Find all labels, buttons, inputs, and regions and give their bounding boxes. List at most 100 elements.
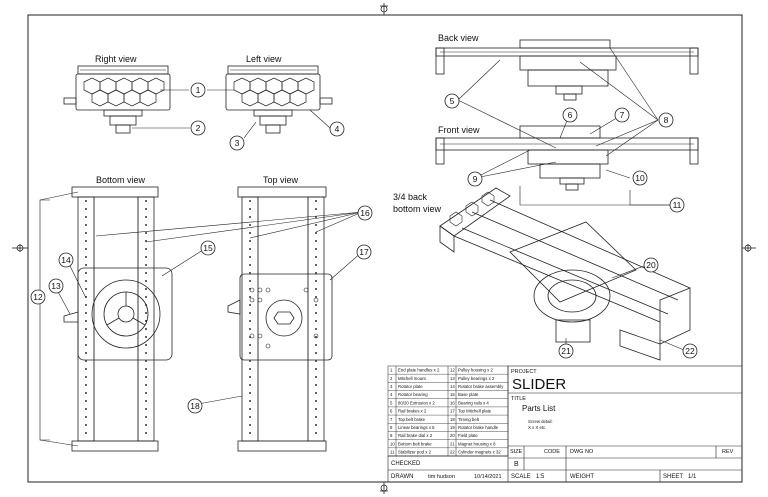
callout-14-circle	[58, 252, 74, 268]
parts-item-description: 80/20 Extrusion x 2	[398, 400, 435, 405]
callout-17: 17	[359, 247, 369, 257]
note-line-2: X x X etc.	[528, 425, 546, 430]
callout-5-circle	[444, 93, 460, 109]
callout-12: 12	[33, 292, 43, 302]
drawn-label: DRAWN	[391, 474, 413, 480]
parts-item-description: Timing belt	[458, 417, 480, 422]
parts-item-number: 16	[450, 400, 455, 405]
note-line-1: Screw detail:	[528, 419, 553, 424]
callout-20-circle	[643, 257, 659, 273]
scale-value: 1:5	[536, 474, 545, 480]
parts-item-description: Top belt brake	[398, 417, 426, 422]
parts-item-description: Base plate	[458, 392, 479, 397]
drawn-by: tim hudson	[428, 474, 455, 480]
left-view-drawing	[225, 65, 333, 134]
callout-21: 21	[561, 346, 571, 356]
callout-22-circle	[682, 343, 698, 359]
parts-item-description: Magnet housing x 8	[458, 441, 496, 446]
parts-item-number: 10	[390, 441, 395, 446]
parts-item-description: Pulley housing x 2	[458, 368, 493, 373]
callout-9-circle	[467, 171, 483, 187]
callout-7: 7	[620, 110, 625, 120]
callout-1: 1	[196, 85, 201, 95]
view-label-front: Front view	[438, 125, 480, 135]
dwg-no-label: DWG NO	[570, 449, 594, 455]
parts-item-number: 18	[450, 417, 455, 422]
callout-numbers: 1 2 3 4 5 6 7 8 9 10 11 12 13 14 15 16 1…	[33, 85, 695, 411]
view-label-back: Back view	[438, 33, 479, 43]
parts-item-description: Bottom belt brake	[398, 441, 432, 446]
parts-item-description: End plate handles x 2	[398, 368, 440, 373]
back-view-drawing	[435, 39, 699, 101]
size-label: SIZE	[510, 449, 523, 455]
parts-item-number: 2	[390, 376, 393, 381]
title-block-text: PROJECT SLIDER TITLE Parts List Screw de…	[391, 369, 734, 480]
drawing-title: Parts List	[522, 404, 556, 413]
callout-2-circle	[190, 120, 206, 136]
view-label-back-bottom-1: 3/4 back	[393, 192, 428, 202]
parts-item-number: 3	[390, 384, 393, 389]
callout-15-circle	[200, 240, 216, 256]
scale-label: SCALE	[511, 474, 531, 480]
parts-item-number: 21	[450, 441, 455, 446]
callout-4-circle	[329, 121, 345, 137]
parts-item-number: 20	[450, 433, 455, 438]
parts-item-description: Rotator bearing	[398, 392, 428, 397]
checked-label: CHECKED	[391, 461, 421, 467]
front-view-drawing	[435, 125, 699, 191]
parts-item-description: Rail brake dial x 2	[398, 433, 433, 438]
parts-item-description: Rotator plate	[398, 384, 423, 389]
right-view-drawing	[63, 65, 171, 134]
callout-11-circle	[669, 197, 685, 213]
callout-12-circle	[30, 289, 46, 305]
title-label: TITLE	[511, 396, 526, 402]
callout-13-circle	[48, 278, 64, 294]
callout-6-circle	[562, 107, 578, 123]
callout-4: 4	[335, 124, 340, 134]
parts-item-description: Stabilizer pod x 2	[398, 450, 432, 455]
callout-10: 10	[635, 173, 645, 183]
callout-20: 20	[646, 260, 656, 270]
callout-3-circle	[229, 135, 245, 151]
callout-8: 8	[664, 115, 669, 125]
view-label-left: Left view	[246, 54, 282, 64]
view-label-bottom: Bottom view	[96, 175, 146, 185]
parts-item-number: 1	[390, 368, 393, 373]
parts-item-number: 15	[450, 392, 455, 397]
parts-item-description: Cylinder magnets x 32	[458, 450, 501, 455]
parts-item-description: Rail brakes x 2	[398, 409, 427, 414]
callout-18: 18	[190, 401, 200, 411]
parts-item-number: 8	[390, 425, 393, 430]
callout-6: 6	[568, 110, 573, 120]
sheet-value: 1/1	[688, 474, 697, 480]
bottom-view-drawing	[63, 186, 173, 452]
callout-bubbles	[30, 82, 698, 414]
parts-item-description: Rotator brake assembly	[458, 384, 504, 389]
callout-3: 3	[235, 138, 240, 148]
isometric-view-drawing	[439, 187, 691, 361]
parts-item-description: Mitchell mount	[398, 376, 427, 381]
parts-item-description: Bearing rails x 4	[458, 400, 489, 405]
callout-9: 9	[473, 174, 478, 184]
callout-16-circle	[357, 205, 373, 221]
parts-item-description: Field plate	[458, 433, 478, 438]
parts-item-number: 11	[390, 450, 395, 455]
sheet-label: SHEET	[663, 474, 683, 480]
parts-item-description: Pulley bearings x 2	[458, 376, 495, 381]
parts-item-number: 5	[390, 400, 393, 405]
title-block	[387, 365, 743, 483]
parts-item-number: 6	[390, 409, 393, 414]
parts-item-description: Top Mitchell plate	[458, 409, 492, 414]
sheet-border	[27, 14, 743, 483]
parts-item-number: 12	[450, 368, 455, 373]
callout-17-circle	[356, 244, 372, 260]
size-value: B	[514, 461, 519, 468]
callout-16: 16	[360, 208, 370, 218]
parts-item-description: Linear bearings x 5	[398, 425, 435, 430]
drawn-date: 10/14/2021	[474, 474, 502, 480]
parts-item-number: 4	[390, 392, 393, 397]
project-name: SLIDER	[512, 376, 566, 393]
